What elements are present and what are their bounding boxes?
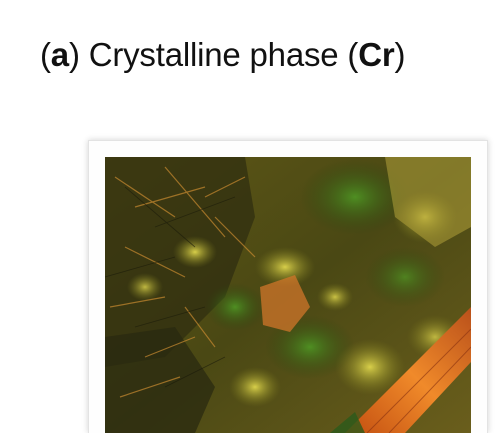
- caption-close-paren: ): [394, 36, 406, 73]
- micrograph-image: [105, 157, 471, 433]
- caption-text: ) Crystalline phase (: [68, 36, 359, 73]
- photo-frame: [88, 140, 488, 433]
- caption-abbreviation: Cr: [358, 36, 395, 73]
- caption-open-paren: (: [40, 36, 51, 73]
- caption-label: a: [50, 36, 69, 73]
- figure-caption: (a) Crystalline phase (Cr): [40, 38, 405, 71]
